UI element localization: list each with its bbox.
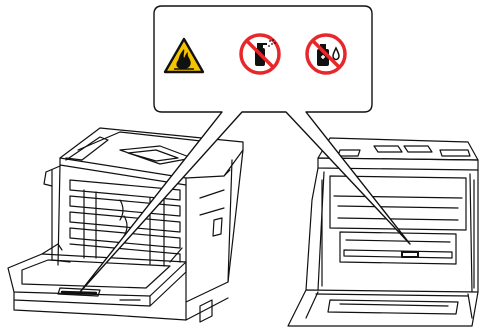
no-liquid-bottle-icon	[307, 35, 345, 73]
no-spray-can-icon	[241, 35, 279, 73]
printer-left-front-cover-open	[8, 128, 243, 322]
printer-right-front-cover-open	[288, 138, 478, 326]
